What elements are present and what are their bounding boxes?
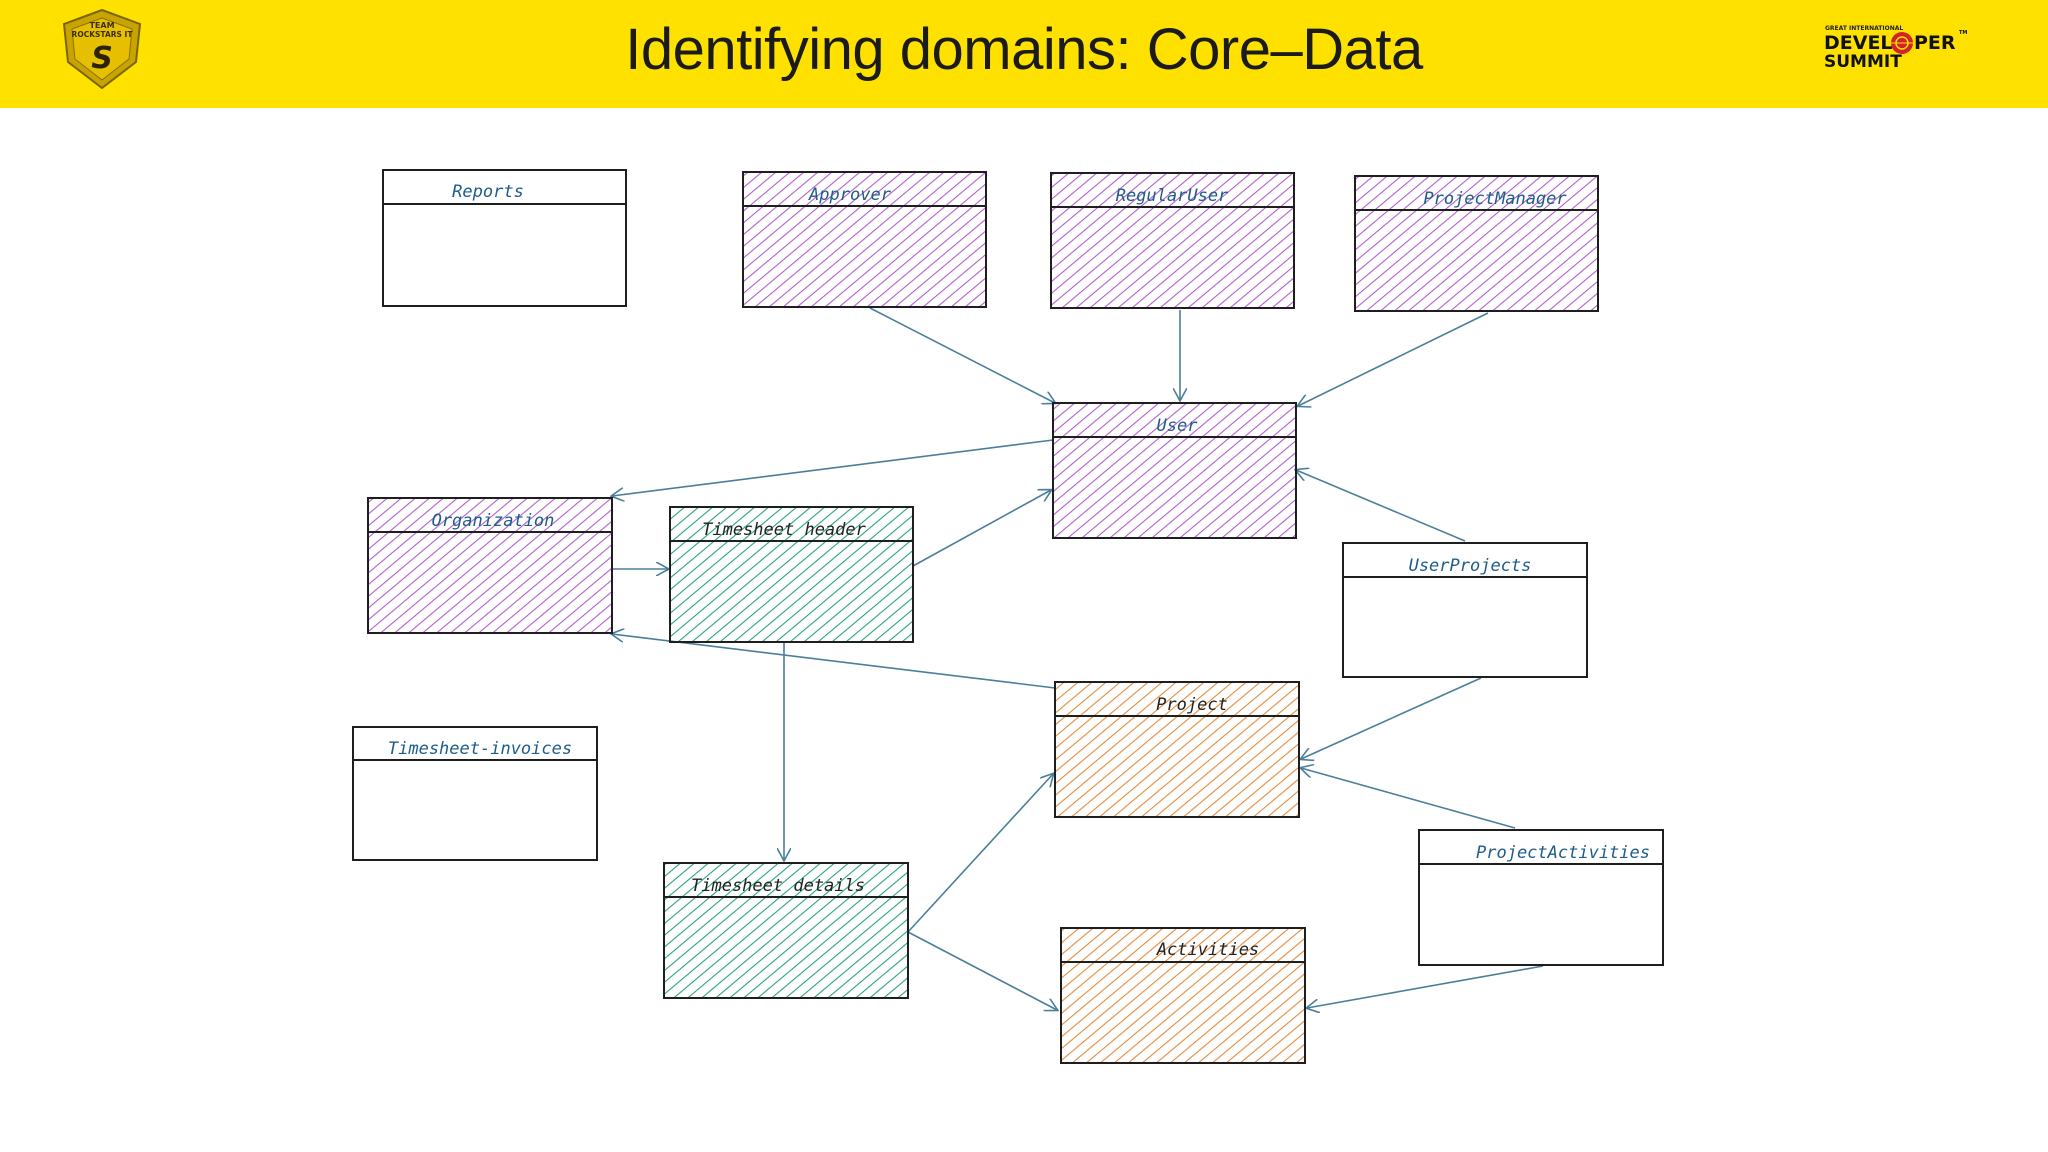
- team-rockstars-logo: TEAM ROCKSTARS IT S: [62, 8, 142, 90]
- domain-diagram: Reports Approver RegularUser ProjectMana…: [352, 169, 1664, 1064]
- relation-arrow-projectactivities-to-activities: [1307, 965, 1544, 1008]
- logo-right-line2: SUMMIT: [1824, 52, 1902, 72]
- entity-project: Project: [1054, 681, 1300, 818]
- entity-timesheet-header: Timesheet header: [669, 506, 914, 643]
- relation-arrow-timesheet-details-to-project: [907, 774, 1053, 933]
- logo-left-mark: S: [91, 41, 113, 76]
- title-bar: Identifying domains: Core–Data TEAM ROCK…: [0, 0, 2048, 108]
- developer-summit-logo: GREAT INTERNATIONAL DEVEL PER SUMMIT TM: [1824, 25, 1967, 72]
- entity-timesheet-invoices: Timesheet-invoices: [352, 726, 598, 861]
- entity-regularuser: RegularUser: [1050, 172, 1295, 309]
- entity-activities: Activities: [1060, 927, 1306, 1064]
- slide-title: Identifying domains: Core–Data: [625, 17, 1423, 82]
- entity-label-activities: Activities: [1156, 940, 1259, 960]
- entity-label-timesheet-header: Timesheet header: [702, 520, 867, 540]
- logo-left-line2: ROCKSTARS IT: [72, 30, 134, 39]
- entity-label-timesheet-details: Timesheet details: [691, 876, 865, 896]
- entity-label-approver: Approver: [808, 185, 892, 205]
- entity-label-timesheet-invoices: Timesheet-invoices: [388, 739, 572, 759]
- entity-label-projectactivities: ProjectActivities: [1476, 843, 1650, 863]
- entity-reports: Reports: [382, 169, 627, 307]
- entity-projectmanager: ProjectManager: [1354, 175, 1599, 312]
- relation-arrow-projectactivities-to-project: [1301, 768, 1516, 829]
- logo-right-line1b: PER: [1914, 32, 1956, 54]
- relation-arrow-timesheet-header-to-user: [912, 490, 1051, 567]
- relation-arrow-userprojects-to-user: [1296, 470, 1466, 542]
- logo-right-line1a: DEVEL: [1824, 32, 1893, 54]
- entity-label-organization: Organization: [432, 511, 555, 531]
- entity-user: User: [1052, 402, 1297, 539]
- entity-approver: Approver: [742, 171, 987, 308]
- entity-label-reports: Reports: [452, 182, 524, 202]
- entity-timesheet-details: Timesheet details: [663, 862, 909, 999]
- relation-arrow-userprojects-to-project: [1301, 677, 1482, 759]
- entity-label-regularuser: RegularUser: [1116, 186, 1229, 206]
- entity-userprojects: UserProjects: [1342, 542, 1588, 678]
- entity-projectactivities: ProjectActivities: [1418, 829, 1664, 966]
- relation-arrow-approver-to-user: [869, 307, 1055, 403]
- entity-label-project: Project: [1156, 695, 1228, 715]
- logo-right-tagline: GREAT INTERNATIONAL: [1825, 25, 1903, 32]
- logo-left-line1: TEAM: [89, 21, 114, 30]
- entity-organization: Organization: [367, 497, 613, 634]
- relation-arrow-timesheet-details-to-activities: [907, 931, 1057, 1010]
- relation-arrow-projectmanager-to-user: [1298, 312, 1489, 406]
- entity-label-userprojects: UserProjects: [1409, 556, 1532, 576]
- entity-label-projectmanager: ProjectManager: [1423, 189, 1567, 209]
- relation-arrow-user-to-organization: [612, 439, 1054, 496]
- entity-label-user: User: [1157, 416, 1199, 436]
- logo-right-tm: TM: [1959, 30, 1967, 36]
